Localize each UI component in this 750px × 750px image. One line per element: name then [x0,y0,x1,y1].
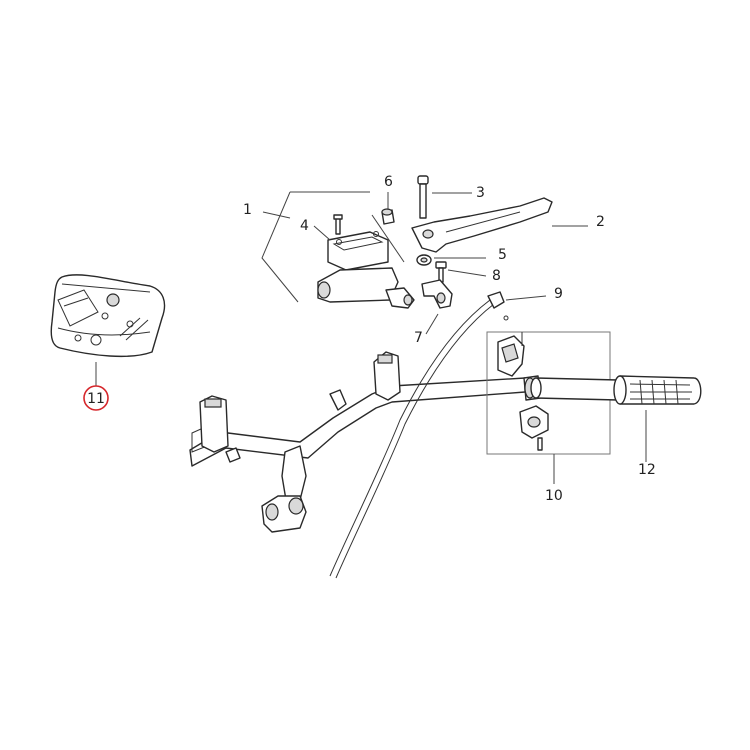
part-4-screw[interactable] [333,214,343,235]
callout-11: 11 [87,391,105,407]
part-11-hand-guard[interactable] [50,274,166,358]
callout-10: 10 [545,488,563,504]
callout-5: 5 [498,247,507,263]
part-9-cable-fitting[interactable] [487,291,509,321]
callout-9: 9 [554,286,563,302]
part-5-nut[interactable] [416,254,432,266]
throttle-cable[interactable] [329,299,495,579]
callout-3: 3 [476,185,485,201]
part-8-screw[interactable] [435,261,447,283]
handlebar-frame[interactable] [189,351,526,533]
callout-2: 2 [596,214,605,230]
callout-7: 7 [414,330,423,346]
part-7-clamp[interactable] [421,279,453,309]
callout-12: 12 [638,462,656,478]
part-2-brake-lever[interactable] [411,197,553,253]
callout-4: 4 [300,218,309,234]
part-1-bracket-lines [261,191,405,303]
callout-11-highlight[interactable]: 11 [83,385,109,411]
part-1-master-cylinder[interactable] [317,231,415,309]
part-6-cap[interactable] [381,208,395,225]
callout-6: 6 [384,174,393,190]
part-3-pivot-bolt[interactable] [417,175,429,219]
callout-1: 1 [243,202,252,218]
callout-labels: 1 2 3 4 5 6 7 8 9 10 12 [243,174,656,504]
highlight-ring [83,385,109,411]
leader-lines [95,192,647,484]
part-12-grip[interactable] [613,375,702,405]
throttle-tube[interactable] [530,377,619,401]
callout-8: 8 [492,268,501,284]
